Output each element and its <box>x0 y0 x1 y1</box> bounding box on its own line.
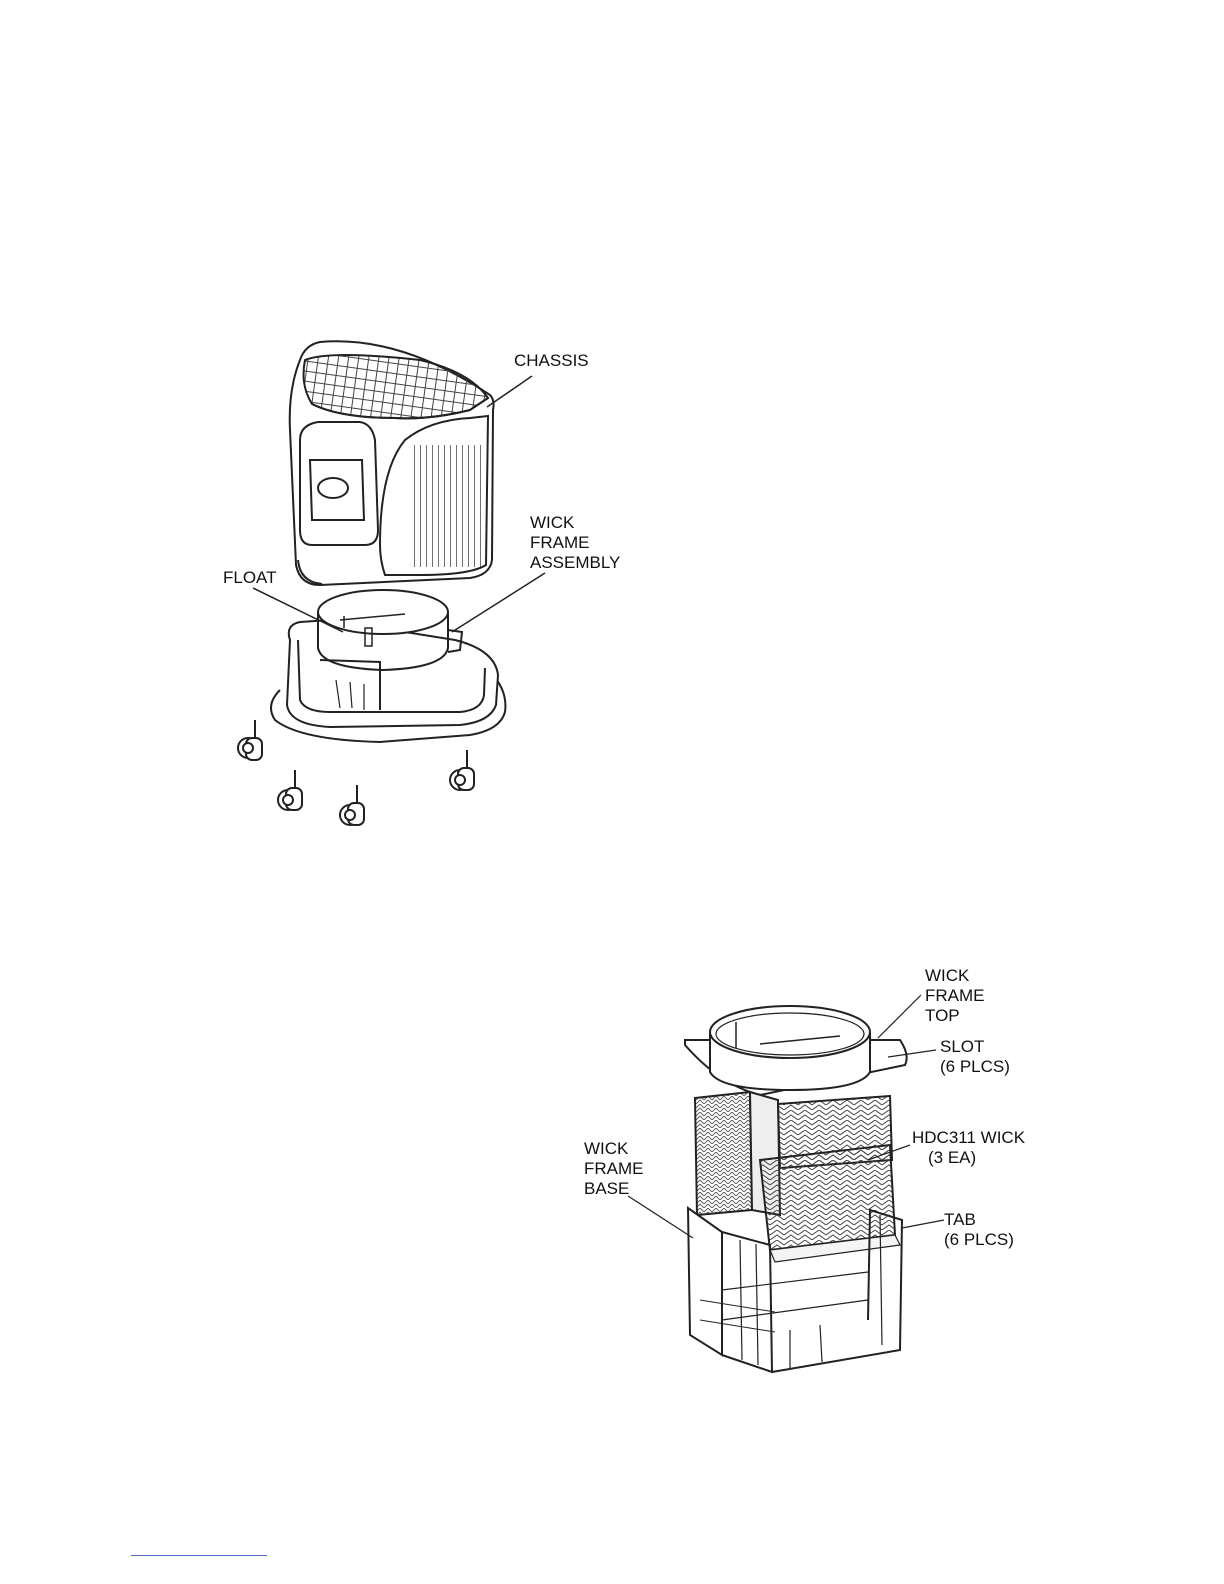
wick-label-line2: (3 EA) <box>928 1148 976 1167</box>
tab-leader <box>902 1220 944 1228</box>
chassis-leader <box>487 376 532 407</box>
chassis-label: CHASSIS <box>514 351 589 370</box>
tab-label-line2: (6 PLCS) <box>944 1230 1014 1249</box>
wick-frame-base-leader <box>628 1196 693 1238</box>
chassis-drawing <box>290 341 494 585</box>
wick-frame-top-leader <box>878 995 921 1038</box>
wick-frame-assembly-label-line1: WICK <box>530 513 575 532</box>
wick-frame-assembly-leader <box>452 573 545 632</box>
caster-2 <box>278 770 302 810</box>
humidifier-exploded-figure: CHASSIS WICK FRAME ASSEMBLY FLOAT <box>223 341 620 825</box>
slot-label-line1: SLOT <box>940 1037 984 1056</box>
float-label: FLOAT <box>223 568 277 587</box>
base-tank-drawing <box>271 590 505 742</box>
wick-frame-figure: WICK FRAME TOP SLOT (6 PLCS) HDC311 WICK… <box>584 966 1026 1372</box>
wick-frame-top-drawing <box>685 1006 907 1095</box>
caster-4 <box>450 750 474 790</box>
wick-frame-base-label-line1: WICK <box>584 1139 629 1158</box>
wick-frame-top-label-line1: WICK <box>925 966 970 985</box>
slot-label-line2: (6 PLCS) <box>940 1057 1010 1076</box>
caster-1 <box>238 720 262 760</box>
tab-label-line1: TAB <box>944 1210 976 1229</box>
caster-3 <box>340 785 364 825</box>
wick-frame-assembly-label-line3: ASSEMBLY <box>530 553 620 572</box>
footer-link-underline <box>131 1555 267 1556</box>
wick-frame-base-label-line3: BASE <box>584 1179 629 1198</box>
wick-frame-assembly-label-line2: FRAME <box>530 533 590 552</box>
wick-frame-top-label-line2: FRAME <box>925 986 985 1005</box>
wick-frame-base-label-line2: FRAME <box>584 1159 644 1178</box>
wick-frame-top-label-line3: TOP <box>925 1006 960 1025</box>
wick-label-line1: HDC311 WICK <box>912 1128 1026 1147</box>
